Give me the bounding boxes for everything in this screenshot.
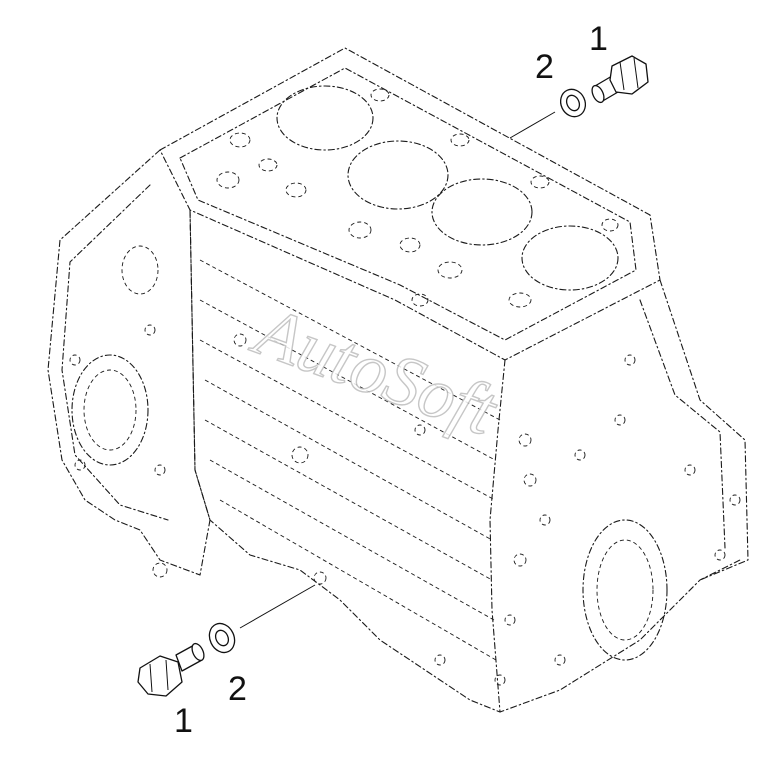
svg-text:AutoSoft: AutoSoft [242, 289, 508, 451]
bottom-sealing-washer [208, 622, 236, 654]
callout-bottom-2: 2 [228, 670, 247, 708]
watermark: AutoSoft [242, 289, 509, 452]
bottom-drain-plug [137, 642, 205, 697]
callout-bottom-1: 1 [174, 702, 193, 740]
engine-block [47, 47, 749, 713]
top-sealing-washer [559, 88, 587, 118]
callout-top-2: 2 [535, 48, 554, 86]
callout-top-1: 1 [589, 20, 608, 58]
top-plug-assembly [509, 55, 649, 139]
top-drain-plug [591, 55, 649, 104]
bottom-plug-assembly [137, 584, 316, 697]
